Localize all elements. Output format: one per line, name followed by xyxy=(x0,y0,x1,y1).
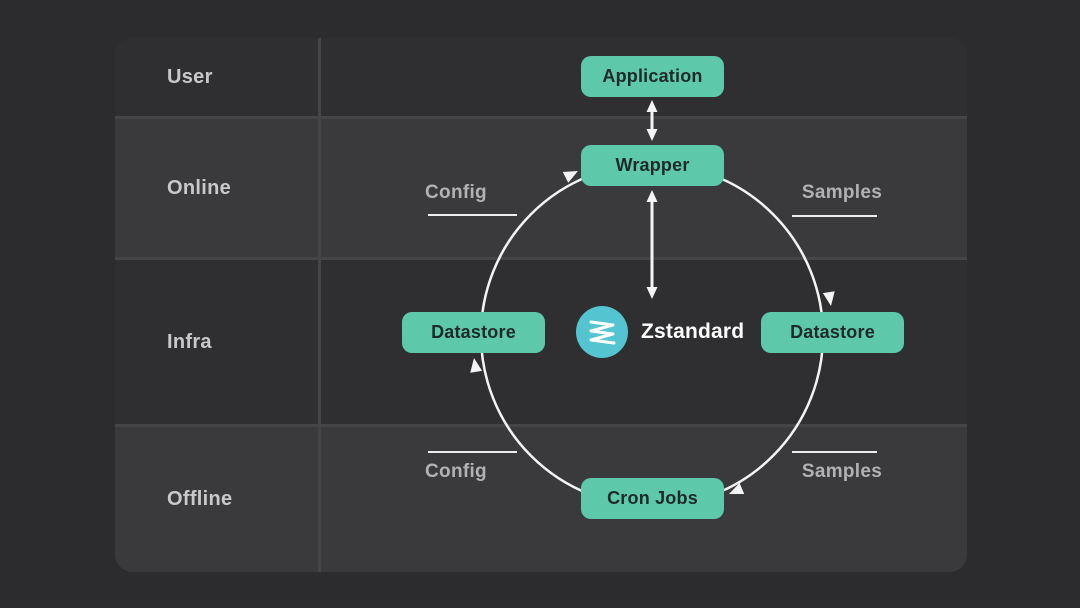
arrowhead-into-datastore-left xyxy=(470,358,483,373)
node-cron-jobs: Cron Jobs xyxy=(581,478,724,519)
node-datastore-right: Datastore xyxy=(761,312,904,353)
row-label-offline: Offline xyxy=(167,488,233,510)
zstandard-logo xyxy=(576,306,628,358)
row-online-content-cell xyxy=(321,119,967,257)
edge-label-config-top: Config xyxy=(425,182,487,203)
arrowhead-into-cron-jobs xyxy=(729,483,745,495)
edge-label-samples-bottom: Samples xyxy=(801,461,883,482)
row-infra-label-cell: Infra xyxy=(115,260,318,424)
arrowhead-into-datastore-right xyxy=(822,291,835,306)
node-datastore-left: Datastore xyxy=(402,312,545,353)
row-label-online: Online xyxy=(167,176,232,199)
zstandard-zigzag-icon xyxy=(589,320,616,345)
zstandard-label: Zstandard xyxy=(641,320,745,343)
row-offline-label-cell: Offline xyxy=(115,427,318,572)
swimlane-panel: User Online Infra Offline xyxy=(115,38,967,572)
row-label-infra: Infra xyxy=(167,330,212,353)
node-wrapper: Wrapper xyxy=(581,145,724,186)
row-user-label-cell: User xyxy=(115,38,318,116)
row-label-user: User xyxy=(167,65,213,88)
row-online-label-cell: Online xyxy=(115,119,318,257)
node-application: Application xyxy=(581,56,724,97)
edge-label-config-bottom: Config xyxy=(425,461,487,482)
edge-label-samples-top: Samples xyxy=(801,182,883,203)
arrowhead-into-wrapper xyxy=(562,171,578,183)
